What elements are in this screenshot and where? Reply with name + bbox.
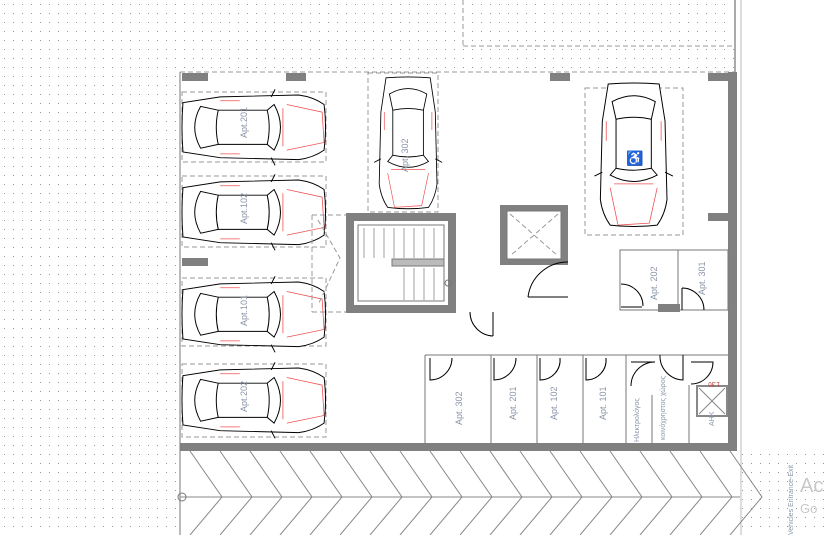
storage-door[interactable] [681, 287, 705, 311]
ramp-chevron [489, 450, 523, 535]
storage-rooms-bottom: 1.30 Apt. 302 Apt. 201 Apt. 102 Apt. 101… [424, 354, 728, 443]
ramp-chevron [579, 450, 613, 535]
ramp-chevron [669, 450, 703, 535]
storage-label: Apt. 202 [649, 266, 659, 300]
ramp-chevron [249, 450, 283, 535]
ramp-chevron [729, 450, 763, 535]
parking-label: Apt. 302 [400, 138, 410, 172]
ramp-chevron [519, 450, 553, 535]
ramp-chevron [639, 450, 673, 535]
lift-dimension: 1.30 [708, 380, 720, 386]
storage-label: Apt. 101 [598, 386, 608, 420]
storage-door[interactable] [620, 283, 644, 308]
south-wall [180, 443, 737, 451]
storage-label: Apt. 201 [508, 386, 518, 420]
ramp-chevron [189, 450, 223, 535]
ramp-chevron [429, 450, 463, 535]
storage-rooms-right: Apt. 202 Apt. 301 [619, 249, 729, 312]
ramp-chevron [279, 450, 313, 535]
storage-label: ΑΗΚ [709, 411, 716, 426]
site-dotted-area [741, 451, 824, 535]
parking-space: Apt. 302 [367, 72, 443, 213]
ramp-chevron [699, 450, 733, 535]
storage-door[interactable] [659, 354, 684, 381]
storage-door[interactable] [539, 357, 561, 381]
stair-door[interactable] [469, 311, 494, 337]
elevator-door[interactable] [527, 261, 569, 298]
parking-label: Apt.101 [239, 295, 249, 326]
ramp-chevron [399, 450, 433, 535]
ramp-chevron [459, 450, 493, 535]
ramp-chevron [339, 450, 373, 535]
ramp-chevron [549, 450, 583, 535]
accessible-parking-space: ♿ [584, 82, 684, 236]
storage-door[interactable] [690, 361, 714, 385]
east-wall [728, 72, 737, 451]
storage-door[interactable] [429, 357, 453, 381]
parking-space: Apt.102 [181, 173, 327, 251]
ramp-chevron [609, 450, 643, 535]
stairwell [311, 213, 456, 313]
parking-space: Apt.201 [181, 88, 327, 166]
storage-door[interactable] [585, 357, 607, 381]
watermark-line2: Go [800, 501, 817, 516]
parking-label: Apt.202 [239, 381, 249, 412]
storage-door[interactable] [630, 361, 656, 387]
storage-label: Apt. 301 [697, 261, 707, 295]
ramp-chevron [219, 450, 253, 535]
ramp-chevron [369, 450, 403, 535]
storage-label: Apt. 102 [549, 386, 559, 420]
parking-space: Apt.101 [181, 275, 327, 353]
ramp-marker [177, 492, 187, 502]
site-dotted-area [0, 0, 180, 535]
parking-label: Apt.102 [239, 193, 249, 224]
storage-label: Ηλεκτρολόγος [633, 398, 641, 442]
watermark-line1: Ac [800, 475, 823, 497]
ramp-label: Vehicles Entrance-Exit [788, 465, 795, 535]
storage-label: κοινόχρηστος χώρος [659, 375, 667, 440]
storage-label: Apt. 302 [454, 391, 464, 425]
vehicle-ramp [180, 450, 763, 535]
elevator [500, 205, 568, 265]
parking-space: Apt.202 [181, 361, 327, 439]
wheelchair-icon: ♿ [626, 150, 643, 167]
storage-door[interactable] [493, 357, 517, 381]
parking-label: Apt.201 [239, 107, 249, 138]
ramp-chevron [309, 450, 343, 535]
